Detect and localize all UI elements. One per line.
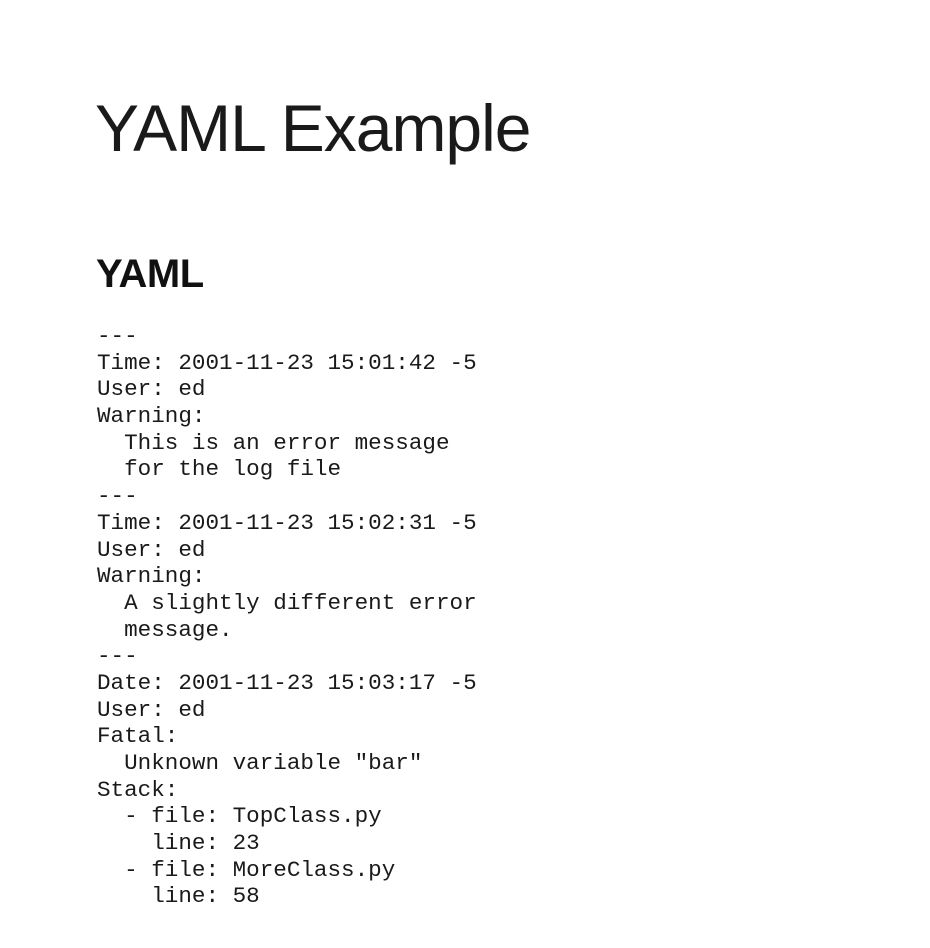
code-line: line: 58 [97, 883, 260, 910]
section-heading: YAML [96, 252, 204, 296]
code-line: Warning: [97, 563, 206, 590]
code-line: Date: 2001-11-23 15:03:17 -5 [97, 669, 477, 696]
slide-title: YAML Example [95, 91, 531, 165]
code-line: A slightly different error [97, 589, 477, 616]
code-line: for the log file [97, 456, 342, 483]
code-line: line: 23 [97, 830, 260, 857]
code-line: - file: MoreClass.py [97, 856, 396, 883]
code-line: --- [97, 323, 138, 349]
code-line: Fatal: [97, 723, 179, 750]
code-line: - file: TopClass.py [97, 803, 382, 830]
code-line: --- [97, 643, 138, 670]
code-line: Time: 2001-11-23 15:01:42 -5 [97, 349, 477, 376]
code-line: Unknown variable "bar" [97, 750, 423, 776]
code-line: Stack: [97, 776, 179, 803]
code-line: User: ed [97, 376, 206, 403]
code-line: User: ed [97, 536, 206, 563]
code-line: User: ed [97, 696, 206, 723]
code-line: Warning: [97, 403, 206, 430]
code-line: --- [97, 483, 138, 510]
code-line: message. [97, 616, 233, 643]
code-line: This is an error message [97, 429, 450, 456]
code-line: Time: 2001-11-23 15:02:31 -5 [97, 509, 477, 536]
